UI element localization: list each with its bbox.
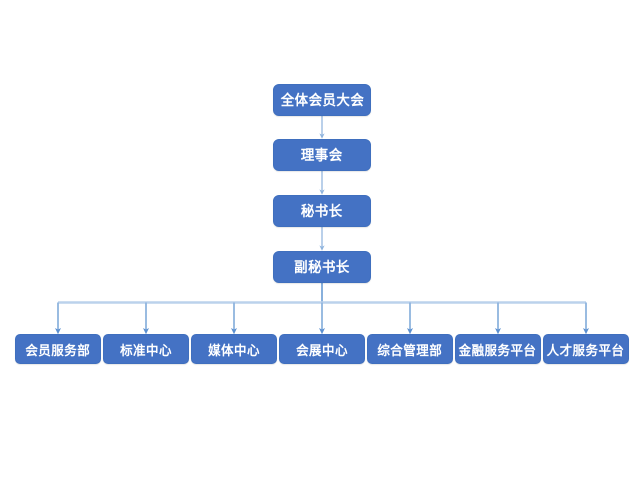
node-label: 人才服务平台 <box>547 342 625 358</box>
node-label: 会员服务部 <box>25 342 91 358</box>
node-secretary-general[interactable]: 秘书长 <box>273 195 371 227</box>
node-general-assembly[interactable]: 全体会员大会 <box>273 84 371 116</box>
node-label: 综合管理部 <box>377 342 443 358</box>
node-label: 全体会员大会 <box>280 94 364 109</box>
node-label: 秘书长 <box>301 205 343 220</box>
node-label: 媒体中心 <box>208 342 260 358</box>
node-department-talent-service-platform[interactable]: 人才服务平台 <box>543 334 629 364</box>
node-department-exhibition-center[interactable]: 会展中心 <box>279 334 365 364</box>
node-label: 金融服务平台 <box>459 342 537 358</box>
node-label: 理事会 <box>301 149 343 164</box>
branch-connectors <box>54 283 589 335</box>
node-department-media-center[interactable]: 媒体中心 <box>191 334 277 364</box>
node-department-member-service[interactable]: 会员服务部 <box>15 334 101 364</box>
node-deputy-secretary-general[interactable]: 副秘书长 <box>273 251 371 283</box>
node-department-standards-center[interactable]: 标准中心 <box>103 334 189 364</box>
node-label: 会展中心 <box>296 342 348 358</box>
node-department-general-management[interactable]: 综合管理部 <box>367 334 453 364</box>
node-label: 副秘书长 <box>294 261 350 276</box>
node-department-financial-service-platform[interactable]: 金融服务平台 <box>455 334 541 364</box>
node-label: 标准中心 <box>120 342 172 358</box>
node-council[interactable]: 理事会 <box>273 139 371 171</box>
